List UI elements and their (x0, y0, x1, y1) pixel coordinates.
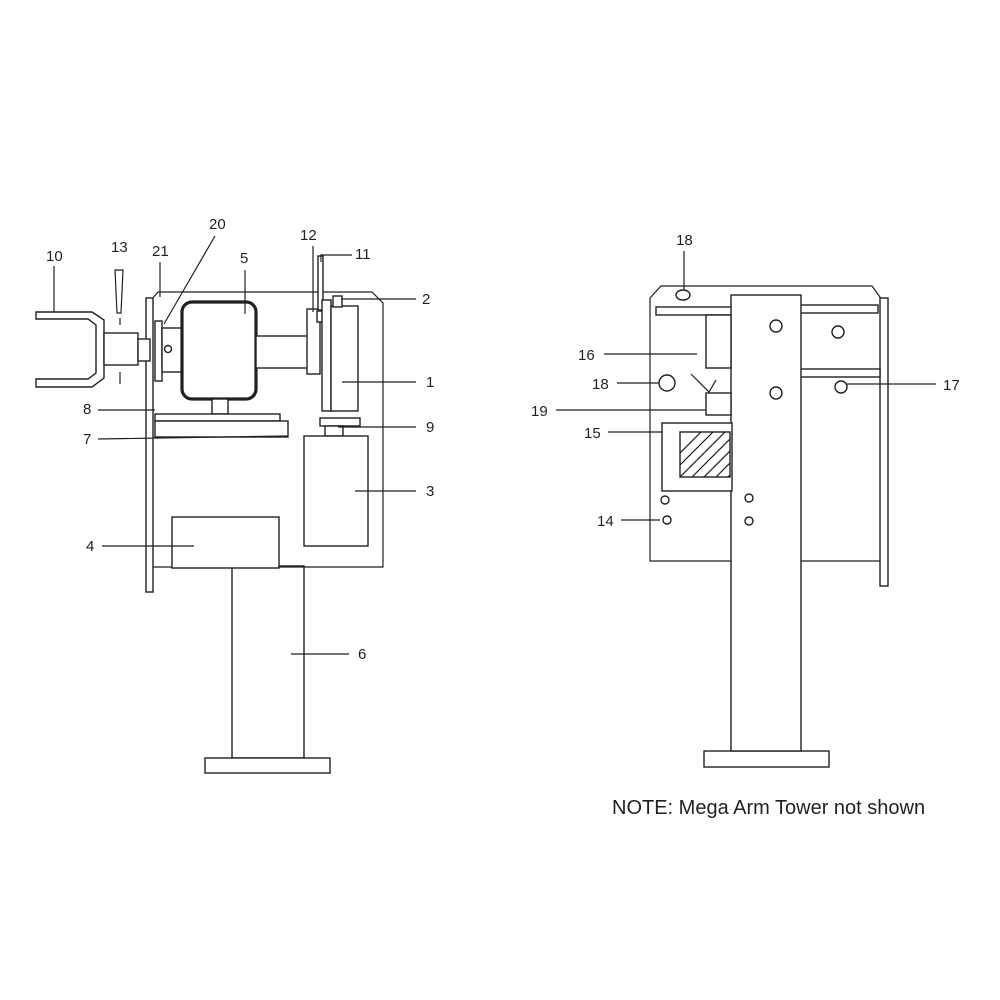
label-part-20: 20 (209, 216, 226, 233)
column-hole-2 (769, 386, 783, 400)
label-part-1: 1 (426, 374, 434, 391)
label-part-9: 9 (426, 419, 434, 436)
right-view: 18 16 18 17 19 15 14 (531, 232, 960, 768)
motor-foot (211, 398, 229, 415)
small-hole-4 (744, 516, 754, 526)
left-view: 10 13 21 20 5 12 11 2 1 8 7 9 3 4 6 (35, 216, 434, 774)
battery-hatching (680, 432, 730, 477)
label-part-14: 14 (597, 513, 614, 530)
label-part-18-side: 18 (592, 376, 609, 393)
label-part-4: 4 (86, 538, 94, 555)
label-part-5: 5 (240, 250, 248, 267)
belt-housing (321, 299, 332, 412)
adjust-pin (114, 269, 124, 314)
front-plate (145, 297, 154, 593)
flange-bolt (163, 344, 173, 354)
belt-cover (330, 305, 359, 412)
rear-side-plate (879, 297, 889, 587)
label-part-19: 19 (531, 403, 548, 420)
vertical-column (730, 294, 802, 752)
label-part-7: 7 (83, 431, 91, 448)
pedestal-post (231, 565, 305, 759)
label-part-3: 3 (426, 483, 434, 500)
tower-base (703, 750, 830, 768)
small-hole-1 (660, 495, 670, 505)
label-part-18-top: 18 (676, 232, 693, 249)
gripper-coupler (137, 338, 151, 362)
latch (690, 373, 717, 393)
label-part-21: 21 (152, 243, 169, 260)
rear-rail-left (655, 306, 733, 316)
label-part-15: 15 (584, 425, 601, 442)
top-hole (675, 289, 691, 301)
latch-block (705, 392, 732, 416)
side-hole (658, 374, 676, 392)
rear-rail-right (799, 304, 879, 314)
label-part-16: 16 (578, 347, 595, 364)
motor-shaft (255, 335, 309, 369)
mount-rail (154, 413, 281, 422)
set-screw (332, 295, 343, 308)
column-hole-1 (769, 319, 783, 333)
motor (180, 300, 258, 401)
right-leaders (556, 251, 936, 521)
label-part-8: 8 (83, 401, 91, 418)
rear-hole-1 (831, 325, 845, 339)
gripper (35, 311, 105, 388)
tensioner-bar (319, 417, 361, 427)
small-hole-2 (662, 515, 672, 525)
label-part-2: 2 (422, 291, 430, 308)
label-part-13: 13 (111, 239, 128, 256)
battery-box (171, 516, 280, 569)
left-leaders (53, 235, 416, 655)
flange-plate (154, 320, 163, 382)
label-part-10: 10 (46, 248, 63, 265)
rear-rail-mid (798, 368, 881, 378)
label-part-12: 12 (300, 227, 317, 244)
label-part-6: 6 (358, 646, 366, 663)
note-text: NOTE: Mega Arm Tower not shown (612, 797, 925, 819)
rear-hole-2 (834, 380, 848, 394)
bracket (705, 314, 732, 369)
mount-plate (154, 420, 289, 438)
label-part-11: 11 (355, 246, 371, 263)
label-part-17: 17 (943, 377, 960, 394)
small-hole-3 (744, 493, 754, 503)
gripper-collar (103, 332, 139, 366)
pedestal-base (204, 757, 331, 774)
